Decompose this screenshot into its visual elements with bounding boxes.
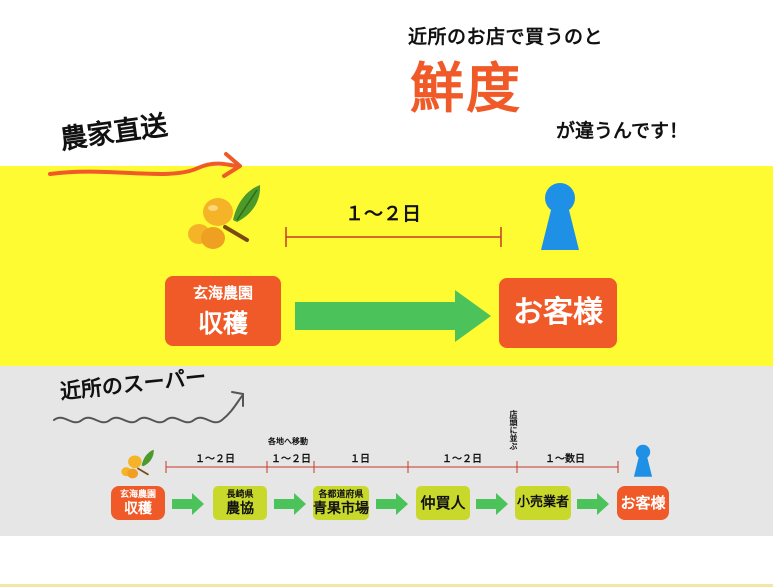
step-customer-box: お客様 [617, 486, 669, 520]
duration-bracket [285, 227, 502, 247]
note-shelf: 店頭に並ぶ [509, 410, 518, 450]
harvest-label: 収穫 [197, 309, 248, 338]
step-retail-box: 小売業者 [515, 486, 571, 520]
duration-3: １日 [350, 454, 370, 465]
step-ja-big: 農協 [226, 501, 254, 517]
step-broker-big: 仲買人 [420, 494, 466, 512]
person-icon [541, 183, 579, 250]
wavy-arrow-icon [53, 391, 244, 424]
loquat-fruit-small-icon [121, 449, 154, 479]
small-arrow-icon [376, 493, 408, 515]
bottom-divider [0, 584, 773, 587]
step-retail-big: 小売業者 [516, 495, 569, 510]
small-arrow-icon [476, 493, 508, 515]
step-ja-small: 長崎県 [226, 490, 254, 500]
direct-duration-label: １〜２日 [345, 203, 422, 225]
farm-harvest-box: 玄海農園 収穫 [165, 276, 281, 346]
person-small-icon [633, 444, 653, 477]
step-ja-box: 長崎県 農協 [213, 486, 267, 520]
supermarket-timeline [165, 461, 619, 473]
small-arrow-icon [274, 493, 306, 515]
headline-line1: 近所のお店で買うのと [408, 26, 604, 48]
step-market-small: 各都道府県 [318, 490, 364, 500]
duration-5: １〜数日 [545, 454, 585, 465]
duration-2: １〜２日 [271, 454, 311, 465]
customer-box: お客様 [499, 278, 617, 348]
right-arrow-icon [295, 290, 491, 342]
curved-arrow-icon [48, 152, 242, 178]
duration-4: １〜２日 [442, 454, 482, 465]
duration-1: １〜２日 [195, 454, 235, 465]
small-arrow-icon [577, 493, 609, 515]
step-market-box: 各都道府県 青果市場 [313, 486, 369, 520]
farm-name: 玄海農園 [192, 284, 253, 302]
step-farm-box: 玄海農園 収穫 [111, 486, 165, 520]
step-farm-small: 玄海農園 [119, 490, 156, 500]
step-farm-big: 収穫 [124, 501, 152, 517]
headline-line2: が違うんです！ [556, 120, 689, 142]
headline-freshness: 鮮度 [410, 57, 522, 120]
direct-route-band [0, 166, 773, 366]
step-broker-box: 仲買人 [416, 486, 470, 520]
loquat-fruit-icon [188, 185, 261, 249]
note-transport: 各地へ移動 [268, 437, 308, 446]
step-customer-big: お客様 [620, 494, 666, 512]
small-arrow-icon [172, 493, 204, 515]
step-market-big: 青果市場 [313, 501, 369, 517]
